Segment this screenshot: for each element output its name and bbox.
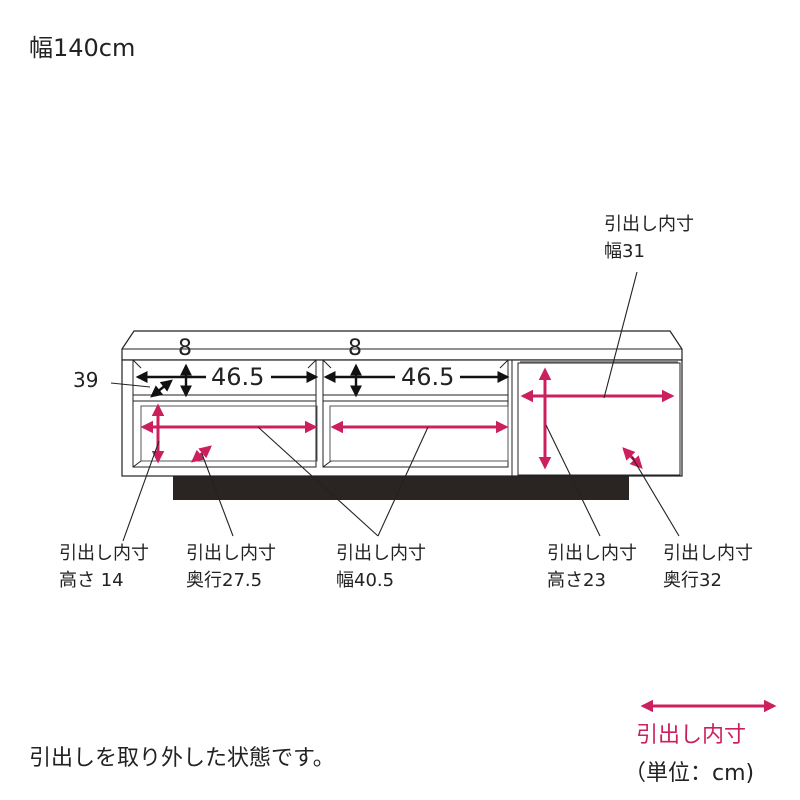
shelf-height-label-left: 8 bbox=[178, 336, 192, 361]
callout-drawer-depth-right: 引出し内寸 奥行32 bbox=[663, 543, 753, 591]
callout-leaders bbox=[122, 271, 680, 542]
right-drawer-front bbox=[511, 359, 683, 477]
left-compartment bbox=[132, 359, 318, 468]
callout-drawer-width-middle: 引出し内寸 幅40.5 bbox=[336, 543, 426, 591]
callout-drawer-width-right: 引出し内寸 幅31 bbox=[604, 214, 694, 262]
callout-drawer-depth-left: 引出し内寸 奥行27.5 bbox=[186, 543, 276, 591]
shelf-depth-label: 39 bbox=[73, 368, 99, 392]
callout-drawer-height-left: 引出し内寸 高さ 14 bbox=[59, 543, 149, 591]
caption: 引出しを取り外した状態です。 bbox=[29, 746, 335, 771]
legend-label: 引出し内寸 bbox=[636, 723, 747, 748]
page-title: 幅140cm bbox=[29, 34, 136, 62]
plinth bbox=[173, 476, 629, 500]
callout-drawer-height-right: 引出し内寸 高さ23 bbox=[547, 543, 637, 591]
shelf-width-label-right: 46.5 bbox=[401, 363, 455, 391]
legend-unit: （単位：cm) bbox=[624, 761, 755, 786]
shelf-dimension-arrows bbox=[135, 363, 510, 398]
top-board bbox=[121, 330, 683, 361]
cabinet-body bbox=[121, 359, 683, 477]
depth-leader bbox=[110, 382, 151, 388]
shelf-width-label-left: 46.5 bbox=[211, 363, 265, 391]
shelf-height-label-right: 8 bbox=[348, 336, 362, 361]
